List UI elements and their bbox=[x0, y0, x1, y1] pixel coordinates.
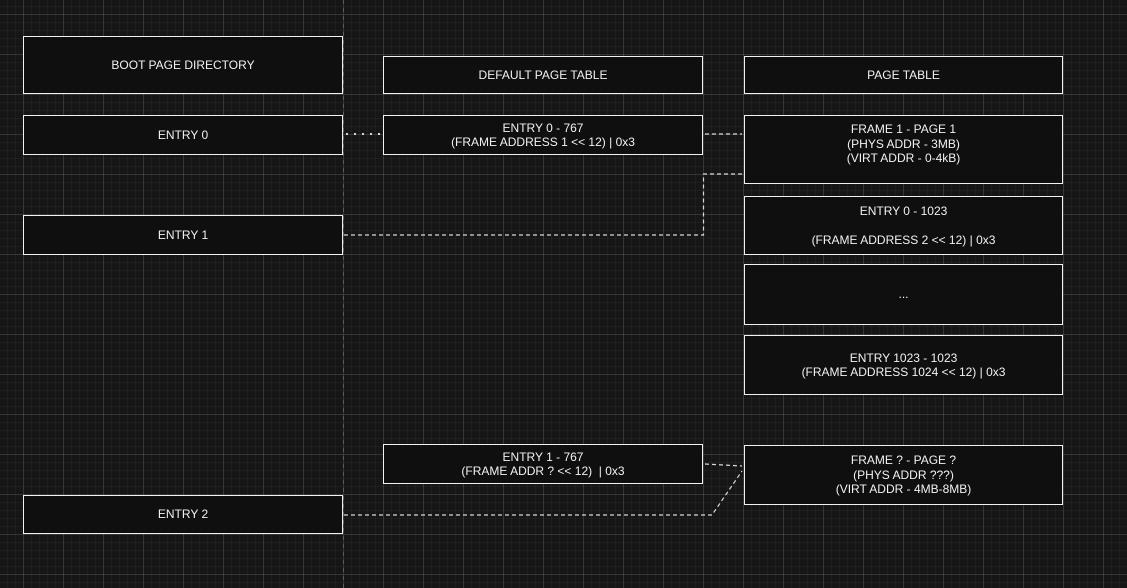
dpt-entry-0-767[interactable]: ENTRY 0 - 767 (FRAME ADDRESS 1 << 12) | … bbox=[383, 115, 703, 155]
boot-page-directory-title: BOOT PAGE DIRECTORY bbox=[111, 57, 255, 72]
connector-dpt-entry-1-767-to-pt-frame-unknown[interactable] bbox=[704, 463, 743, 467]
pt-ellipsis-label: ... bbox=[898, 287, 909, 302]
pt-frame-unknown-line2: (PHYS ADDR ???) bbox=[853, 467, 954, 482]
pt-entry-1023-1023[interactable]: ENTRY 1023 - 1023 (FRAME ADDRESS 1024 <<… bbox=[744, 335, 1063, 395]
boot-entry-0[interactable]: ENTRY 0 bbox=[23, 115, 343, 155]
pt-entry-0-1023[interactable]: ENTRY 0 - 1023 (FRAME ADDRESS 2 << 12) |… bbox=[744, 196, 1063, 255]
pt-ellipsis[interactable]: ... bbox=[744, 264, 1063, 325]
dpt-entry-0-767-line1: ENTRY 0 - 767 bbox=[502, 120, 584, 135]
pt-frame-1[interactable]: FRAME 1 - PAGE 1 (PHYS ADDR - 3MB) (VIRT… bbox=[744, 115, 1063, 184]
pt-entry-0-1023-line1: ENTRY 0 - 1023 bbox=[859, 203, 948, 218]
connector-boot-entry-1-to-pt-frame-1[interactable] bbox=[344, 173, 742, 236]
boot-page-directory-header[interactable]: BOOT PAGE DIRECTORY bbox=[23, 36, 343, 94]
connector-boot-entry-2-to-pt-frame-unknown[interactable] bbox=[344, 470, 743, 516]
pt-frame-unknown[interactable]: FRAME ? - PAGE ? (PHYS ADDR ???) (VIRT A… bbox=[744, 445, 1063, 505]
boot-entry-2-label: ENTRY 2 bbox=[157, 507, 209, 522]
pt-entry-1023-1023-line1: ENTRY 1023 - 1023 bbox=[849, 350, 958, 365]
pt-frame-1-line2: (PHYS ADDR - 3MB) bbox=[847, 136, 960, 151]
default-page-table-title: DEFAULT PAGE TABLE bbox=[478, 67, 608, 82]
page-table-title: PAGE TABLE bbox=[867, 67, 940, 82]
dpt-entry-1-767-line2: (FRAME ADDR ? << 12) | 0x3 bbox=[461, 464, 625, 478]
dpt-entry-0-767-line2: (FRAME ADDRESS 1 << 12) | 0x3 bbox=[451, 135, 635, 149]
boot-entry-0-label: ENTRY 0 bbox=[157, 127, 209, 142]
pt-frame-unknown-line1: FRAME ? - PAGE ? bbox=[850, 453, 957, 468]
pt-frame-1-line1: FRAME 1 - PAGE 1 bbox=[850, 122, 957, 136]
pt-entry-1023-1023-line2: (FRAME ADDRESS 1024 << 12) | 0x3 bbox=[801, 365, 1006, 379]
dpt-entry-1-767[interactable]: ENTRY 1 - 767 (FRAME ADDR ? << 12) | 0x3 bbox=[383, 444, 703, 484]
default-page-table-header[interactable]: DEFAULT PAGE TABLE bbox=[383, 56, 703, 94]
pt-frame-1-line3: (VIRT ADDR - 0-4kB) bbox=[846, 151, 961, 165]
dpt-entry-1-767-line1: ENTRY 1 - 767 bbox=[502, 449, 584, 464]
pt-entry-0-1023-line2: (FRAME ADDRESS 2 << 12) | 0x3 bbox=[811, 232, 996, 247]
pt-frame-unknown-line3: (VIRT ADDR - 4MB-8MB) bbox=[835, 482, 972, 497]
boot-entry-1[interactable]: ENTRY 1 bbox=[23, 215, 343, 255]
boot-entry-1-label: ENTRY 1 bbox=[157, 227, 209, 242]
boot-entry-2[interactable]: ENTRY 2 bbox=[23, 495, 343, 534]
page-table-header[interactable]: PAGE TABLE bbox=[744, 56, 1063, 94]
